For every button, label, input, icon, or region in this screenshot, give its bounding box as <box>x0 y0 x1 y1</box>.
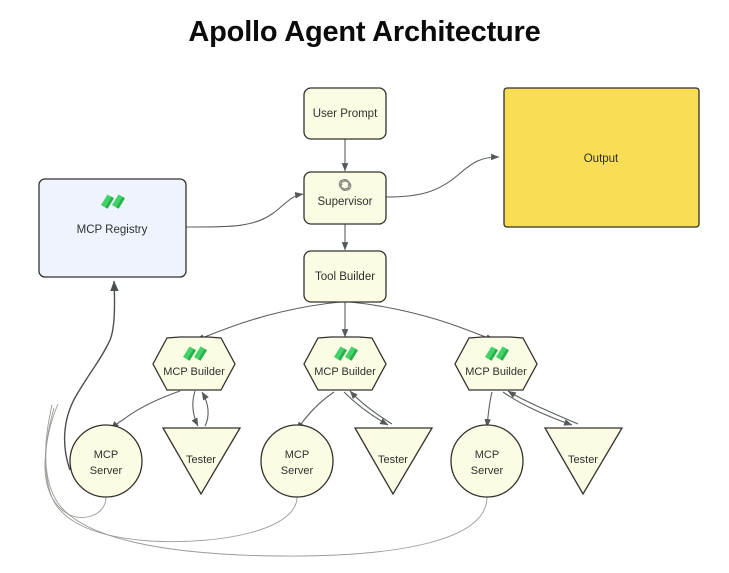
tester-1-label: Tester <box>186 454 216 466</box>
edge-tester-3-to-mcp-builder-3 <box>507 390 579 425</box>
tester-2-triangle[interactable] <box>353 427 434 496</box>
edge-mcp-builder-1-to-mcp-server-1 <box>110 390 181 430</box>
node-tester-2[interactable]: Tester <box>353 427 434 496</box>
edge-tester-2-to-mcp-builder-2 <box>349 390 393 425</box>
node-user-prompt[interactable]: User Prompt <box>303 87 387 140</box>
mcp-builder-3-hexagon[interactable] <box>454 336 538 391</box>
mcp-builder-1-label: MCP Builder <box>163 366 225 378</box>
mcp-registry-label: MCP Registry <box>77 224 148 236</box>
mcp-builder-2-label: MCP Builder <box>314 366 376 378</box>
node-tester-1[interactable]: Tester <box>161 427 242 496</box>
edge-mcp-builder-1-to-tester-1 <box>191 390 199 427</box>
node-mcp-server-3[interactable]: MCP Server <box>450 424 524 498</box>
mcp-server-1-label-line1: MCP <box>94 449 118 461</box>
tester-3-triangle[interactable] <box>543 427 624 496</box>
user-prompt-box[interactable] <box>303 87 387 140</box>
edge-mcp-builder-2-to-tester-2 <box>343 391 389 426</box>
mcp-builder-3-label: MCP Builder <box>465 366 527 378</box>
edge-mcp-server-3-to-registry <box>45 404 488 557</box>
node-tester-3[interactable]: Tester <box>543 427 624 496</box>
node-mcp-registry[interactable]: MCP Registry <box>38 178 187 278</box>
mcp-server-1-label-line2: Server <box>90 465 123 477</box>
user-prompt-label: User Prompt <box>313 108 378 120</box>
edge-tool-builder-to-mcp-builder-1 <box>195 301 341 341</box>
tool-builder-box[interactable] <box>303 250 387 303</box>
mcp-registry-box[interactable] <box>38 178 187 278</box>
tester-3-label: Tester <box>568 454 598 466</box>
node-mcp-builder-3[interactable]: MCP Builder <box>454 336 538 391</box>
edge-tool-builder-to-mcp-builder-3 <box>349 301 495 341</box>
edge-supervisor-to-output <box>385 153 500 198</box>
node-mcp-builder-1[interactable]: MCP Builder <box>152 336 236 391</box>
node-tool-builder[interactable]: Tool Builder <box>303 250 387 303</box>
edge-mcp-server-1-to-registry <box>44 403 107 518</box>
edge-mcp-server-2-to-registry <box>45 407 298 543</box>
mcp-server-3-circle[interactable] <box>450 424 524 498</box>
mcp-server-2-label-line2: Server <box>281 465 314 477</box>
tester-2-label: Tester <box>378 454 408 466</box>
output-box[interactable] <box>503 87 700 228</box>
mcp-server-2-label-line1: MCP <box>285 449 309 461</box>
supervisor-box[interactable] <box>303 171 387 225</box>
edge-registry-to-supervisor <box>185 191 304 228</box>
mcp-server-1-circle[interactable] <box>69 424 143 498</box>
edge-tester-1-to-mcp-builder-1 <box>201 391 209 427</box>
node-mcp-server-2[interactable]: MCP Server <box>260 424 334 498</box>
page-title: Apollo Agent Architecture <box>188 16 541 48</box>
supervisor-label: Supervisor <box>318 196 373 208</box>
tester-1-triangle[interactable] <box>161 427 242 496</box>
mcp-server-3-label-line2: Server <box>471 465 504 477</box>
mcp-builder-2-hexagon[interactable] <box>303 336 387 391</box>
tool-builder-label: Tool Builder <box>315 271 375 283</box>
node-mcp-builder-2[interactable]: MCP Builder <box>303 336 387 391</box>
node-mcp-server-1[interactable]: MCP Server <box>69 424 143 498</box>
edge-mcp-builder-3-to-tester-3 <box>502 391 573 426</box>
node-supervisor[interactable]: Supervisor <box>303 171 387 225</box>
mcp-server-2-circle[interactable] <box>260 424 334 498</box>
output-label: Output <box>584 153 619 165</box>
edge-mcp-builder-3-to-mcp-server-3 <box>484 391 493 428</box>
mcp-server-3-label-line1: MCP <box>475 449 499 461</box>
node-output[interactable]: Output <box>503 87 700 228</box>
edge-registry-inbound-arrow <box>63 280 119 471</box>
mcp-builder-1-hexagon[interactable] <box>152 336 236 391</box>
edge-mcp-builder-2-to-mcp-server-2 <box>296 391 335 431</box>
